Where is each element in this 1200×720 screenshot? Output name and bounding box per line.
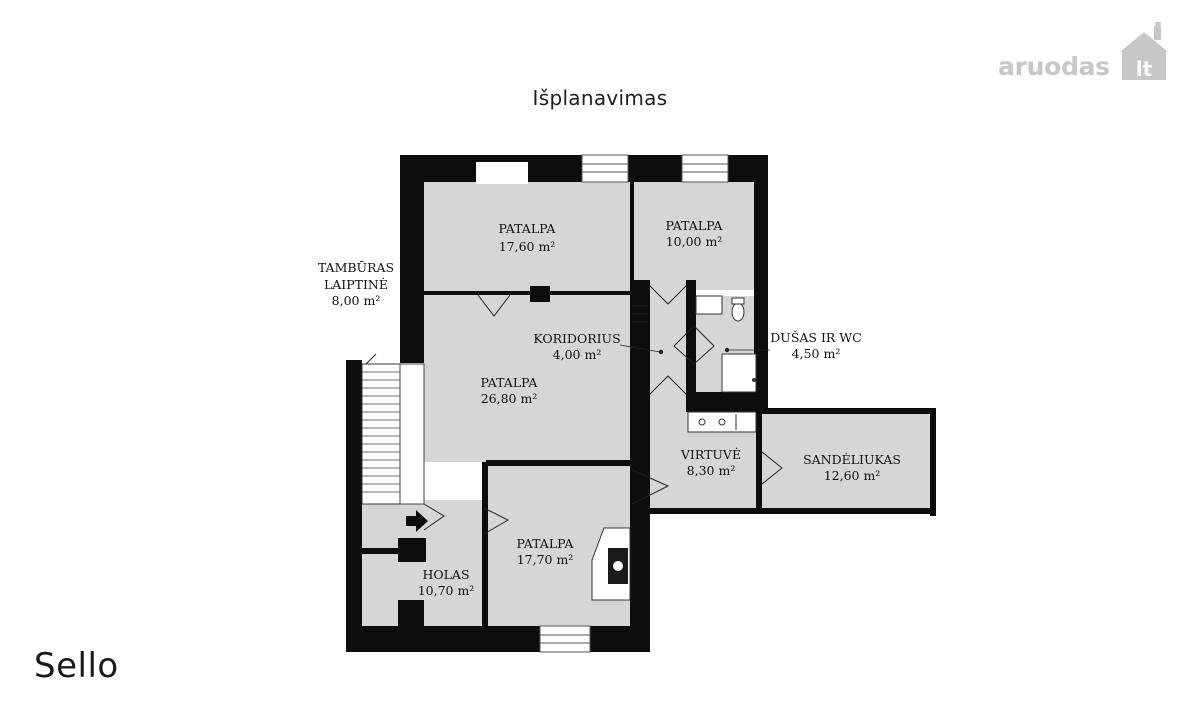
room-name: TAMBŪRAS [318, 260, 394, 275]
room-area: 10,70 m² [418, 583, 475, 598]
room-area: 8,00 m² [332, 293, 381, 308]
room-name-line2: LAIPTINĖ [324, 277, 388, 292]
room-name: KORIDORIUS [533, 331, 620, 346]
brand-logo: Sello [34, 646, 119, 686]
plan-title: Išplanavimas [532, 86, 668, 110]
room-area: 4,50 m² [792, 346, 841, 361]
stairs [361, 353, 425, 505]
kitchen-counter [687, 411, 757, 433]
leader-lines [619, 344, 770, 355]
doors [423, 285, 783, 535]
room-name: PATALPA [517, 536, 575, 551]
room-labels: PATALPA 17,60 m² PATALPA 10,00 m² TAMBŪR… [318, 218, 901, 598]
room-area: 26,80 m² [481, 391, 538, 406]
room-name: DUŠAS IR WC [770, 329, 861, 345]
stove [591, 527, 631, 601]
room-name: PATALPA [666, 218, 724, 233]
logo-suffix: lt [1136, 57, 1153, 81]
room-name: HOLAS [422, 567, 469, 582]
room-name: PATALPA [499, 221, 557, 236]
room-area: 17,70 m² [517, 552, 574, 567]
entrance-arrow-icon [406, 510, 428, 532]
room-area: 4,00 m² [553, 347, 602, 362]
room-area: 12,60 m² [824, 468, 881, 483]
room-area: 8,30 m² [687, 463, 736, 478]
windows [539, 154, 729, 653]
bathroom-fixtures [695, 295, 757, 393]
logo-text: aruodas [998, 52, 1110, 81]
room-name: SANDĖLIUKAS [803, 452, 901, 467]
room-name: PATALPA [481, 375, 539, 390]
room-name: VIRTUVĖ [680, 447, 741, 462]
room-area: 10,00 m² [666, 234, 723, 249]
wall-recess [476, 162, 528, 184]
aruodas-logo: lt aruodas [996, 22, 1176, 82]
room-area: 17,60 m² [499, 239, 556, 254]
